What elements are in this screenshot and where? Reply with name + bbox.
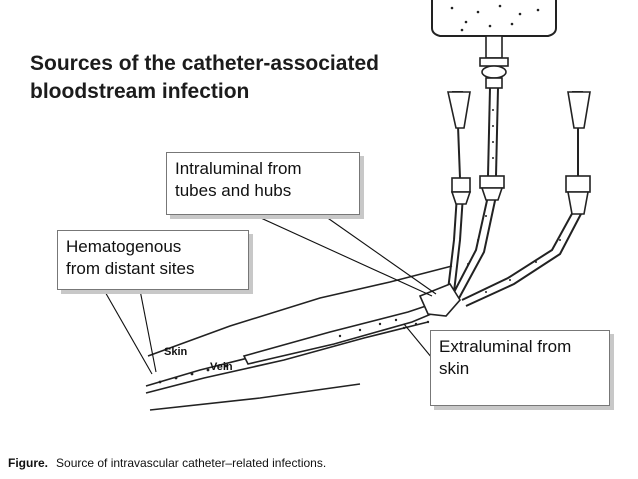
title-line-1: Sources of the catheter-associated	[30, 52, 379, 75]
catheter-body	[242, 283, 461, 365]
skin-label: Skin	[164, 346, 188, 358]
callout-intraluminal-line-1: Intraluminal from	[175, 159, 302, 178]
callout-hematogenous-line-2: from distant sites	[66, 259, 195, 278]
hub-connectors	[450, 175, 591, 215]
page-title: Sources of the catheter-associated blood…	[30, 50, 379, 106]
caption-prefix: Figure.	[8, 456, 49, 470]
line-spikes	[447, 91, 591, 129]
callout-intraluminal-line-2: tubes and hubs	[175, 181, 292, 200]
callout-intraluminal: Intraluminal from tubes and hubs	[166, 152, 360, 215]
vein-label: Vein	[210, 361, 233, 373]
callout-extraluminal-line-2: skin	[439, 359, 470, 378]
callout-pointers	[103, 213, 437, 375]
callout-extraluminal-line-1: Extraluminal from	[439, 337, 572, 356]
callout-hematogenous-line-1: Hematogenous	[66, 237, 182, 256]
title-line-2: bloodstream infection	[30, 80, 250, 103]
figure-caption: Figure. Source of intravascular catheter–…	[8, 456, 326, 470]
callout-hematogenous: Hematogenous from distant sites	[57, 230, 249, 290]
tube-dots	[467, 109, 561, 293]
drip-chamber-icon	[479, 35, 509, 89]
callout-extraluminal: Extraluminal from skin	[430, 330, 610, 406]
infusion-tubes	[447, 87, 584, 307]
caption-text: Source of intravascular catheter–related…	[56, 456, 327, 470]
iv-bag-icon	[431, 0, 557, 37]
organism-dots	[158, 318, 430, 384]
